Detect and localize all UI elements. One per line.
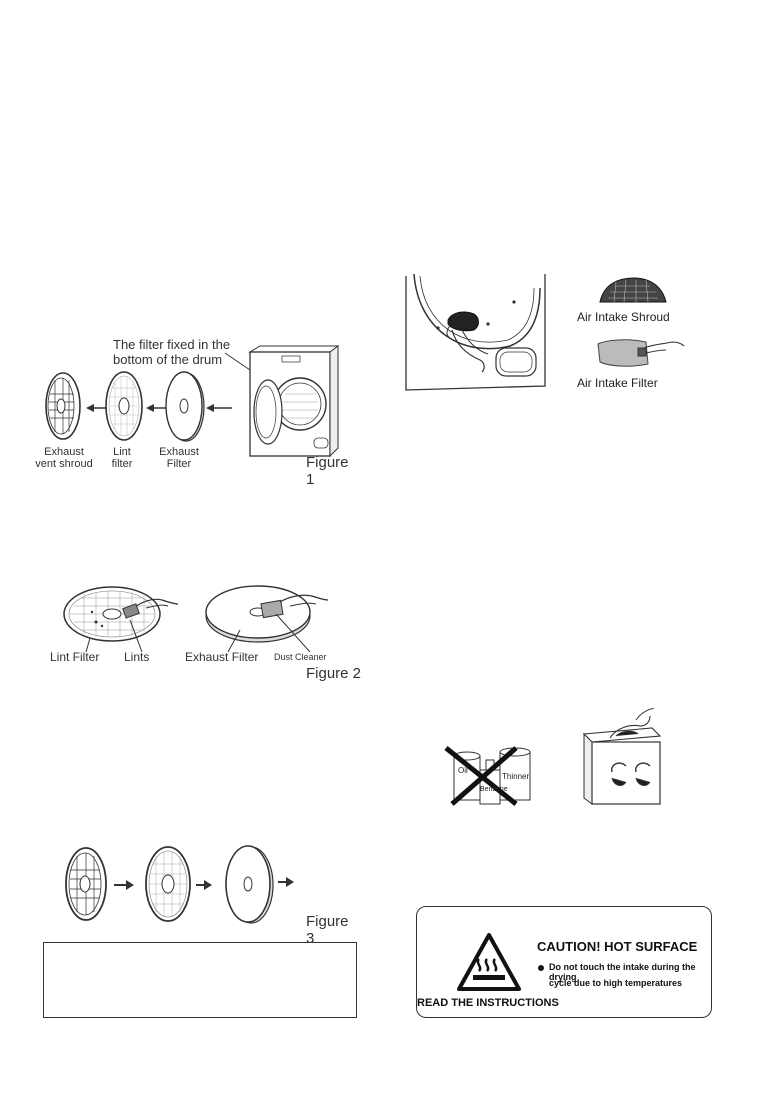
air-intake-drawing	[405, 273, 685, 391]
caution-panel: CAUTION! HOT SURFACE Do not touch the in…	[416, 906, 712, 1018]
figure-3: Figure 3	[60, 840, 360, 947]
note-box	[43, 942, 357, 1018]
caution-footer: READ THE INSTRUCTIONS	[417, 997, 559, 1009]
label-lints: Lints	[124, 650, 150, 664]
figure-2-drawing	[63, 585, 329, 652]
label-exhaust-filter: Exhaust Filter	[159, 446, 199, 470]
label-dust-cleaner: Dust Cleaner	[274, 652, 327, 662]
vent-shroud-3	[65, 847, 107, 921]
figure-2-caption: Figure 2	[306, 665, 362, 682]
label-lint-filter-2: Lint Filter	[50, 650, 100, 664]
label-benzene: Benzene	[480, 786, 508, 793]
exhaust-filter	[165, 371, 205, 442]
lint-filter-3	[145, 846, 191, 922]
bullet-dot	[538, 965, 544, 971]
lint-filter	[105, 371, 143, 441]
exhaust-filter-disc	[205, 585, 311, 643]
label-lint-filter: Lint filter	[111, 446, 133, 470]
label-exhaust-vent-shroud: Exhaust vent shroud	[35, 446, 93, 470]
caution-line-2: cycle due to high temperatures	[549, 978, 683, 988]
label-thinner: Thinner	[502, 772, 530, 781]
cleaning-drawing	[444, 708, 662, 806]
caution-line-1: Do not touch the intake during the dryin…	[549, 962, 696, 982]
figure-3-drawing	[65, 845, 294, 924]
lint-filter-mesh	[63, 586, 161, 642]
air-intake-figure: Air Intake Shroud Air Intake Filter	[400, 268, 710, 400]
figure-2: Lint Filter Lints Exhaust Filter Dust Cl…	[50, 582, 362, 682]
exhaust-vent-shroud	[45, 372, 81, 440]
label-air-intake-shroud: Air Intake Shroud	[577, 310, 670, 324]
cleaning-figure: Oil Thinner Benzene	[440, 708, 670, 808]
figure-3-caption: Figure 3	[306, 913, 349, 947]
dryer-machine	[248, 345, 340, 458]
caution-title: CAUTION! HOT SURFACE	[537, 939, 698, 954]
exhaust-filter-3	[225, 845, 274, 924]
air-intake-filter-icon	[597, 339, 685, 367]
figure-1-drawing	[45, 345, 340, 458]
label-oil: Oil	[458, 766, 468, 775]
air-intake-shroud-icon	[599, 277, 667, 303]
wiping-dryer	[582, 708, 662, 805]
figure-1: The filter fixed in the bottom of the dr…	[35, 330, 360, 488]
hot-surface-warning-icon	[457, 933, 521, 991]
callout-text: The filter fixed in the bottom of the dr…	[113, 337, 231, 367]
label-exhaust-filter-2: Exhaust Filter	[185, 650, 259, 664]
figure-1-caption: Figure 1	[306, 454, 349, 488]
label-air-intake-filter: Air Intake Filter	[577, 376, 658, 390]
